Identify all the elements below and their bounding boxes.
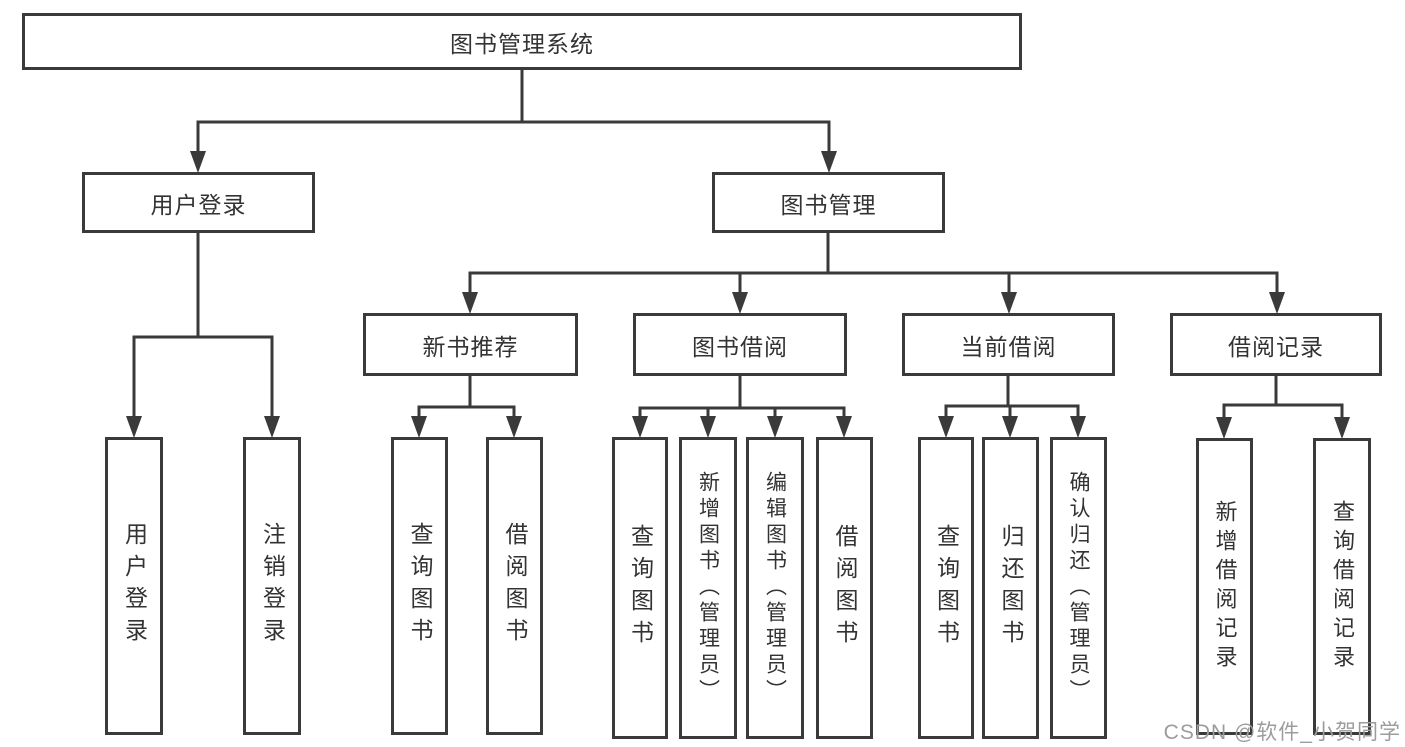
- node-label: 当前借阅: [960, 333, 1057, 360]
- node-current-borrow: 当前借阅: [902, 313, 1115, 376]
- node-user-login: 用户登录: [82, 172, 315, 233]
- leaf-return-book: 归还图书: [982, 437, 1039, 739]
- node-label: 确认归还（管理员）: [1067, 471, 1090, 705]
- leaf-borrow-books: 借阅图书: [816, 437, 873, 739]
- leaf-add-borrow-record: 新增借阅记录: [1196, 438, 1253, 735]
- node-label: 注销登录: [259, 522, 286, 650]
- node-label: 图书借阅: [692, 333, 788, 360]
- node-label: 新增借阅记录: [1212, 499, 1238, 674]
- leaf-confirm-return-admin: 确认归还（管理员）: [1050, 437, 1107, 739]
- node-label: 编辑图书（管理员）: [763, 471, 787, 705]
- node-label: 图书管理系统: [450, 30, 594, 57]
- node-label: 归还图书: [998, 524, 1024, 652]
- leaf-borrow-books-recommend: 借阅图书: [486, 437, 543, 735]
- node-library-system: 图书管理系统: [22, 13, 1022, 70]
- leaf-logout: 注销登录: [243, 437, 301, 735]
- node-label: 查询图书: [933, 524, 960, 652]
- node-book-borrow: 图书借阅: [633, 313, 847, 376]
- leaf-query-borrow-record: 查询借阅记录: [1313, 438, 1371, 735]
- node-label: 新书推荐: [422, 333, 519, 360]
- csdn-watermark: CSDN @软件_小贺同学: [1163, 721, 1401, 744]
- node-label: 新增图书（管理员）: [696, 471, 720, 705]
- leaf-query-books-recommend: 查询图书: [391, 437, 448, 735]
- node-label: 图书管理: [780, 191, 877, 218]
- leaf-user-login: 用户登录: [105, 437, 163, 735]
- node-label: 查询图书: [627, 524, 654, 652]
- node-label: 用户登录: [121, 522, 148, 650]
- node-label: 查询图书: [407, 522, 433, 650]
- leaf-add-book-admin: 新增图书（管理员）: [679, 437, 737, 739]
- node-label: 用户登录: [150, 191, 247, 218]
- leaf-edit-book-admin: 编辑图书（管理员）: [746, 437, 804, 739]
- leaf-query-books-borrow: 查询图书: [612, 437, 668, 739]
- node-borrow-records: 借阅记录: [1170, 313, 1382, 376]
- leaf-query-books-current: 查询图书: [918, 437, 974, 739]
- node-label: 查询借阅记录: [1330, 499, 1355, 674]
- node-label: 借阅图书: [502, 522, 528, 650]
- node-new-book-recommend: 新书推荐: [363, 313, 578, 376]
- node-label: 借阅图书: [832, 524, 858, 652]
- node-label: 借阅记录: [1228, 333, 1324, 360]
- node-book-management: 图书管理: [712, 172, 945, 233]
